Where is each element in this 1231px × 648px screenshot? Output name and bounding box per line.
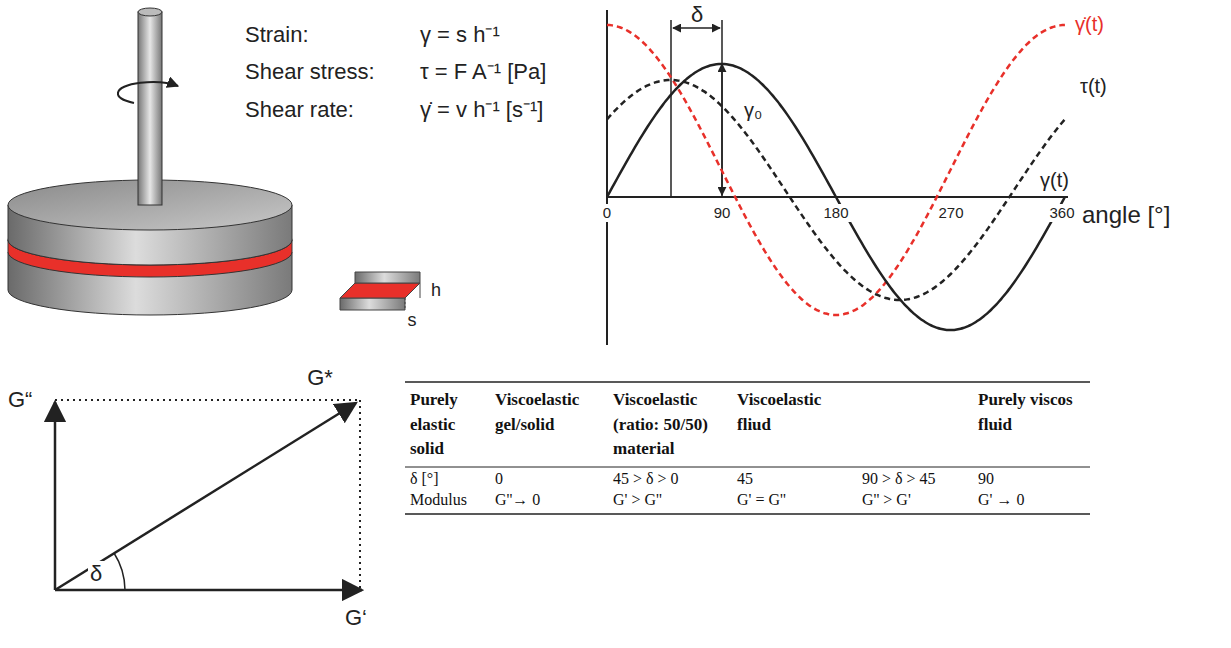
axis-tick: 0 xyxy=(601,204,613,221)
curve-label: γ̇(t) xyxy=(1075,13,1104,36)
table-header: Viscoelastic fliud xyxy=(737,388,855,437)
phase-label: δ xyxy=(689,2,705,27)
dimension-label: h xyxy=(431,280,441,301)
table-header: Viscoelastic (ratio: 50/50) material xyxy=(613,388,731,462)
angle-label: δ xyxy=(88,561,104,586)
table-cell: G'' > G' xyxy=(862,491,911,509)
shear-rate-curve xyxy=(607,25,1065,315)
table-cell: Modulus xyxy=(410,491,467,509)
formula-label: Shear stress: xyxy=(245,59,375,84)
table-cell: 0 xyxy=(495,470,503,488)
table-rules xyxy=(405,382,1090,514)
formula: γ = s h⁻¹ xyxy=(420,22,500,47)
axis-tick: 270 xyxy=(936,204,965,221)
table-cell: 45 xyxy=(737,470,753,488)
axis-tick: 180 xyxy=(821,204,850,221)
table-header: Viscoelastic gel/solid xyxy=(495,388,607,437)
formula: γ̇ = v h⁻¹ [s⁻¹] xyxy=(420,97,543,122)
curve-label: γ(t) xyxy=(1040,169,1069,192)
formula: τ = F A⁻¹ [Pa] xyxy=(420,59,546,84)
amplitude-label: γ₀ xyxy=(742,99,764,122)
rheometer xyxy=(8,8,292,315)
axis-tick: 90 xyxy=(712,204,733,221)
strain-curve xyxy=(607,64,1065,330)
sample-block xyxy=(340,272,420,310)
axis-title: angle [°] xyxy=(1082,201,1170,229)
vector-label: G“ xyxy=(8,387,32,412)
table-cell: G' = G'' xyxy=(737,491,786,509)
oscillation-graph xyxy=(607,10,1068,345)
table-cell: G' > G'' xyxy=(613,491,662,509)
axis-tick: 360 xyxy=(1047,204,1076,221)
formula-label: Strain: xyxy=(245,22,309,47)
formula-label: Shear rate: xyxy=(245,97,354,122)
curve-label: τ(t) xyxy=(1080,75,1107,98)
dimension-label: s xyxy=(408,310,417,331)
vector-label: G* xyxy=(307,365,333,390)
table-cell: 90 > δ > 45 xyxy=(862,470,936,488)
vector-label: G‘ xyxy=(345,605,367,630)
table-header: Purely elastic solid xyxy=(410,388,490,462)
vector-diagram xyxy=(55,400,362,590)
table-cell: 45 > δ > 0 xyxy=(613,470,679,488)
table-cell: δ [°] xyxy=(410,470,439,488)
stress-curve xyxy=(607,80,1065,300)
table-cell: G' → 0 xyxy=(978,491,1024,509)
table-cell: 90 xyxy=(978,470,994,488)
table-cell: G''→ 0 xyxy=(495,491,540,509)
table-header: Purely viscos fluid xyxy=(978,388,1088,437)
